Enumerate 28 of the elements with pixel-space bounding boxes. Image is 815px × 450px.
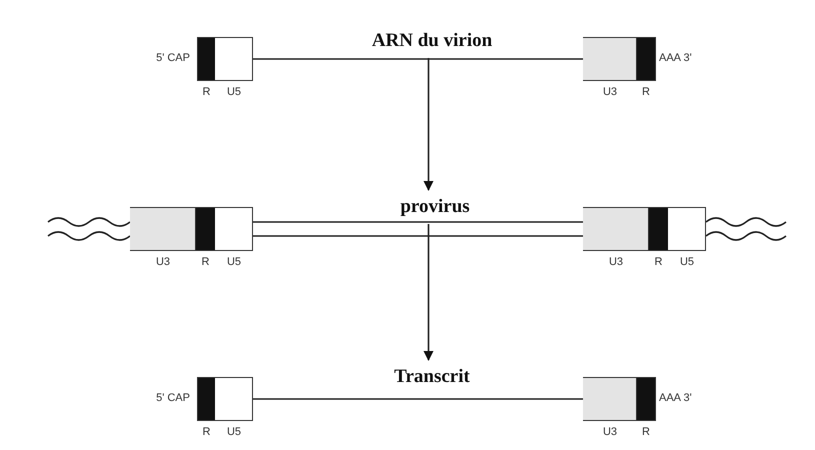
row-title: provirus xyxy=(400,196,470,218)
double-strand-line xyxy=(253,221,583,237)
end-label: AAA 3' xyxy=(659,52,692,64)
strand-line xyxy=(253,58,583,60)
segment-label: R xyxy=(202,426,210,439)
segment-label: U3 xyxy=(602,426,618,439)
segment-label: U5 xyxy=(226,86,242,99)
segment-label: U5 xyxy=(226,256,242,269)
segment-label: U5 xyxy=(680,256,694,269)
segment-label: U5 xyxy=(226,426,242,439)
segment-label: R xyxy=(642,86,650,99)
host-dna-wavy-line xyxy=(48,217,130,241)
row-title: ARN du virion xyxy=(372,30,492,52)
segment-label: U3 xyxy=(608,256,624,269)
end-label: 5' CAP xyxy=(156,392,190,404)
segment-label: R xyxy=(654,256,662,269)
end-label: 5' CAP xyxy=(156,52,190,64)
segment-label: U3 xyxy=(602,86,618,99)
host-dna-wavy-line xyxy=(706,217,786,241)
segment-label: R xyxy=(202,256,210,269)
arrow xyxy=(424,58,434,191)
strand-line xyxy=(253,398,583,400)
arrow xyxy=(424,224,434,361)
segment-label: R xyxy=(642,426,650,439)
segment-label: U3 xyxy=(156,256,170,269)
segment-label: R xyxy=(202,86,210,99)
end-label: AAA 3' xyxy=(659,392,692,404)
row-title: Transcrit xyxy=(394,366,470,388)
